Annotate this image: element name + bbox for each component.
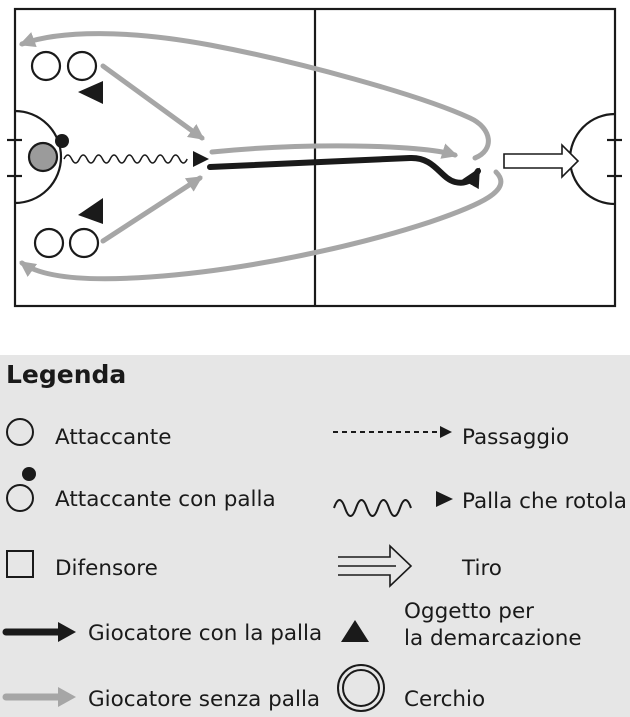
rolling-ball-path <box>63 151 209 167</box>
legend-label-oggetto-line1: Oggetto per <box>404 599 534 624</box>
triangle-icon <box>341 620 369 642</box>
legend-label-giocatore-senza: Giocatore senza palla <box>88 687 320 712</box>
double-circle-outer <box>337 664 385 712</box>
path-return-top <box>18 31 491 161</box>
legend-label-oggetto-line2: la demarcazione <box>404 626 582 651</box>
ball <box>55 134 69 148</box>
attacker <box>30 50 62 82</box>
legend-label-difensore: Difensore <box>55 556 158 581</box>
path-return-bottom <box>19 169 504 282</box>
attacker <box>33 227 65 259</box>
legend: Legenda Attaccante Passaggio Attaccante … <box>0 355 630 717</box>
attackers-bottom-group <box>33 227 100 259</box>
legend-title: Legenda <box>6 360 126 389</box>
left-goal-arc <box>14 109 63 205</box>
legend-label-passaggio: Passaggio <box>462 425 569 450</box>
circle-with-ball-dot <box>22 467 36 481</box>
circle-with-ball-icon <box>6 467 36 512</box>
legend-label-giocatore-palla: Giocatore con la palla <box>88 621 322 646</box>
legend-background <box>0 355 630 717</box>
path-top-attackers-to-center <box>100 63 205 141</box>
path-player-with-ball <box>207 154 481 190</box>
rolling-ball-arrowhead <box>193 151 209 167</box>
attacker-with-ball <box>27 134 69 173</box>
square-icon <box>6 550 34 578</box>
wavy-arrow-head <box>436 491 453 507</box>
legend-label-cerchio: Cerchio <box>404 687 485 712</box>
open-circle-icon <box>6 418 34 446</box>
attackers-top-group <box>30 50 98 82</box>
rolling-ball-wave <box>63 154 188 164</box>
wavy-arrow-icon <box>333 499 412 517</box>
circle-with-ball-circle <box>6 484 34 512</box>
double-circle-inner <box>342 669 380 707</box>
legend-label-attaccante: Attaccante <box>55 425 171 450</box>
path-bottom-attackers-to-center <box>100 175 203 244</box>
demarcation-triangle <box>78 198 103 224</box>
dashed-arrow-head <box>440 426 452 438</box>
attacker-gray <box>27 141 59 173</box>
runner-paths <box>18 31 504 282</box>
double-arrow-icon <box>338 544 413 588</box>
legend-label-tiro: Tiro <box>461 556 502 581</box>
attacker <box>68 227 100 259</box>
attacker <box>66 50 98 82</box>
legend-label-attaccante-palla: Attaccante con palla <box>55 487 276 512</box>
legend-label-palla-rotola: Palla che rotola <box>462 489 627 514</box>
double-circle-icon <box>337 664 385 712</box>
black-arrow-head <box>58 622 76 642</box>
shot-arrow <box>503 143 580 179</box>
gray-arrow-head <box>58 687 76 707</box>
path-center-to-right <box>209 143 459 159</box>
demarcation-triangle <box>78 81 103 104</box>
